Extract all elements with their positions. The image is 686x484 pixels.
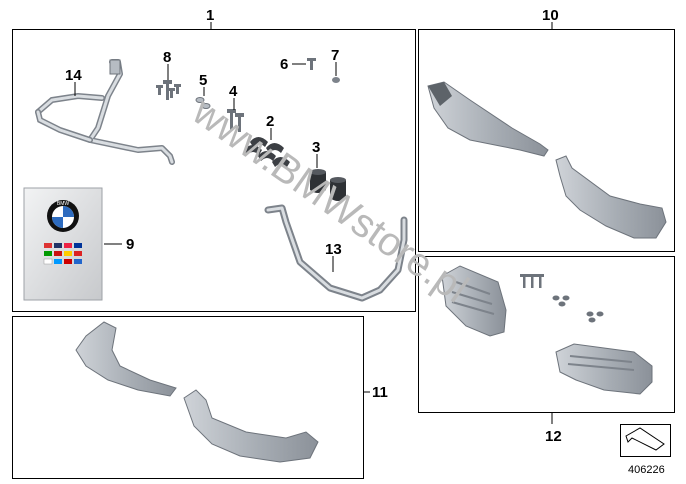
part-5-washers [195,97,211,109]
logo-text: BMW [57,201,70,207]
callout-14: 14 [65,67,82,84]
language-flags-icon [43,243,82,265]
part-2-clamps [244,137,290,167]
callout-6: 6 [280,56,288,73]
callout-10: 10 [542,7,559,24]
part-12-covers [441,265,653,395]
callout-3: 3 [312,139,320,156]
callout-9: 9 [126,236,134,253]
part-13-bar [264,204,408,302]
frame-kit-11 [12,316,364,479]
part-6-screw [307,58,316,70]
watermark-text: www.BMWstore.pl [184,89,476,312]
frame-kit-10 [418,29,675,252]
frame-kit-1 [12,29,416,312]
part-10-handguards [427,81,667,239]
callout-2: 2 [266,113,274,130]
part-8-screws [156,80,181,100]
part-9-manual: BMW [23,187,103,301]
arrow-legend-icon [620,424,671,457]
callout-12: 12 [545,428,562,445]
callout-13: 13 [325,241,342,258]
part-7-nut [332,77,340,83]
callout-11: 11 [372,384,388,401]
part-3-buffers [310,169,346,201]
callout-1: 1 [206,7,214,24]
callout-5: 5 [199,72,207,89]
frame-kit-12 [418,256,675,413]
part-4-bolts [227,109,244,132]
part-11-guards [75,321,319,463]
bmw-roundel-icon: BMW [47,200,79,232]
callout-7: 7 [331,47,339,64]
diagram-ref-number: 406226 [628,464,665,476]
callout-4: 4 [229,83,238,100]
part-14-bracket [35,59,175,165]
callout-8: 8 [163,49,171,66]
